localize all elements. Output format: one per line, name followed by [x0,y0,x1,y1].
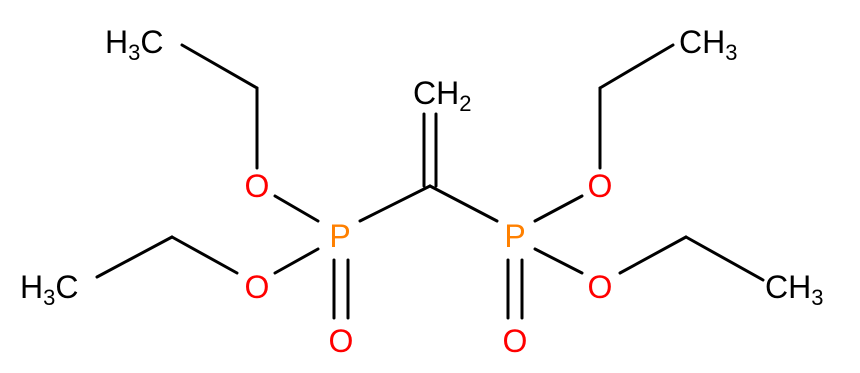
bond-ch2-ch3-bottom-right [684,235,765,282]
methyl-top-right-label: CH3 [679,24,737,65]
phosphorus-left-label: P [329,218,350,254]
bond-c-p-right [428,184,499,223]
oxygen-lower-right-label: O [588,269,613,305]
bond-p-o-lower-right [533,247,584,275]
bond-ch3-ch2-top-left [180,43,259,90]
bond-p-o-upper-right [533,194,584,223]
bond-ch2-ch3-top-right [598,43,675,90]
phosphorus-right-label: P [504,218,525,254]
oxygen-lower-left-label: O [245,269,270,305]
oxygen-upper-left-label: O [245,168,270,204]
label-layer: H3C CH2 CH3 O O P P H3C O O CH3 O O [20,24,823,359]
bond-o-p-upper-left [273,194,320,223]
oxygen-phosphoryl-left-label: O [329,323,354,359]
bond-ch2-o-bottom-left [170,235,239,275]
bond-layer [95,43,765,320]
methylene-label: CH2 [413,75,471,116]
bond-ch3-ch2-bottom-left [95,235,174,279]
oxygen-upper-right-label: O [588,168,613,204]
methyl-bottom-right-label: CH3 [765,269,823,310]
bond-p-c-left [358,184,432,223]
methyl-top-left-label: H3C [105,24,163,65]
oxygen-phosphoryl-right-label: O [503,323,528,359]
bond-o-ch2-bottom-right [618,235,688,275]
bond-o-p-lower-left [273,247,320,275]
methyl-bottom-left-label: H3C [20,269,78,310]
